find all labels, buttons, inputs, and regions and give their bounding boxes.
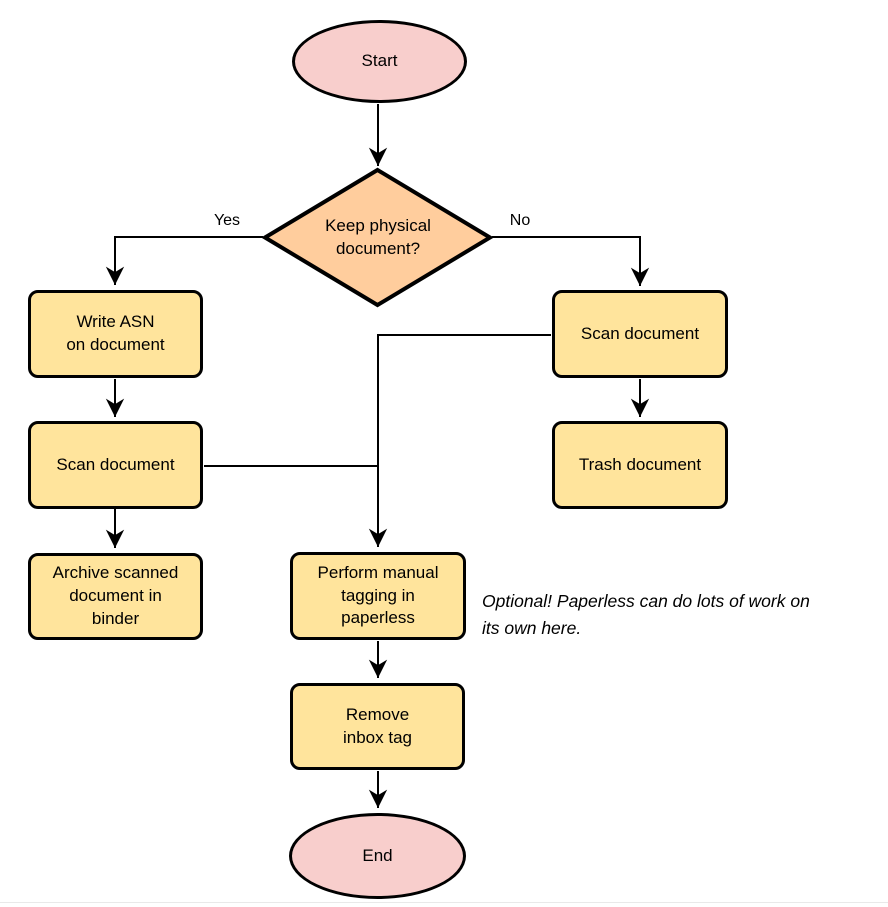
- edge-label-no: No: [509, 212, 531, 229]
- node-start: Start: [292, 20, 467, 103]
- node-decision: Keep physical document?: [285, 201, 471, 275]
- node-write-asn: Write ASN on document: [28, 290, 203, 378]
- node-scan-document-left: Scan document: [28, 421, 203, 509]
- edge-label-yes: Yes: [213, 212, 241, 229]
- node-scan-document-right-label: Scan document: [580, 323, 700, 343]
- node-decision-label: Keep physical document?: [325, 216, 431, 258]
- node-end-label: End: [362, 845, 393, 865]
- optional-note: Optional! Paperless can do lots of work …: [482, 591, 810, 638]
- node-scan-document-right: Scan document: [552, 290, 728, 378]
- node-trash-document: Trash document: [552, 421, 728, 509]
- decision-diamond-shape: [261, 167, 494, 308]
- node-start-label: Start: [361, 51, 398, 71]
- node-remove-inbox-tag: Remove inbox tag: [290, 683, 465, 770]
- edge-decision-yes-to-write-asn: [105, 236, 263, 285]
- node-archive-binder-label: Archive scanned document in binder: [52, 563, 179, 628]
- bottom-divider: [0, 902, 888, 903]
- edge-scan-right-to-tagging: [368, 334, 551, 547]
- node-manual-tagging: Perform manual tagging in paperless: [290, 552, 466, 640]
- node-end: End: [289, 813, 466, 899]
- node-manual-tagging-label: Perform manual tagging in paperless: [317, 562, 439, 628]
- edge-decision-no-to-scan-right: [492, 236, 650, 286]
- node-trash-document-label: Trash document: [578, 454, 702, 474]
- node-write-asn-label: Write ASN on document: [66, 312, 165, 354]
- node-remove-inbox-tag-label: Remove inbox tag: [343, 704, 412, 747]
- node-scan-document-left-label: Scan document: [56, 454, 175, 474]
- node-archive-binder: Archive scanned document in binder: [28, 553, 203, 640]
